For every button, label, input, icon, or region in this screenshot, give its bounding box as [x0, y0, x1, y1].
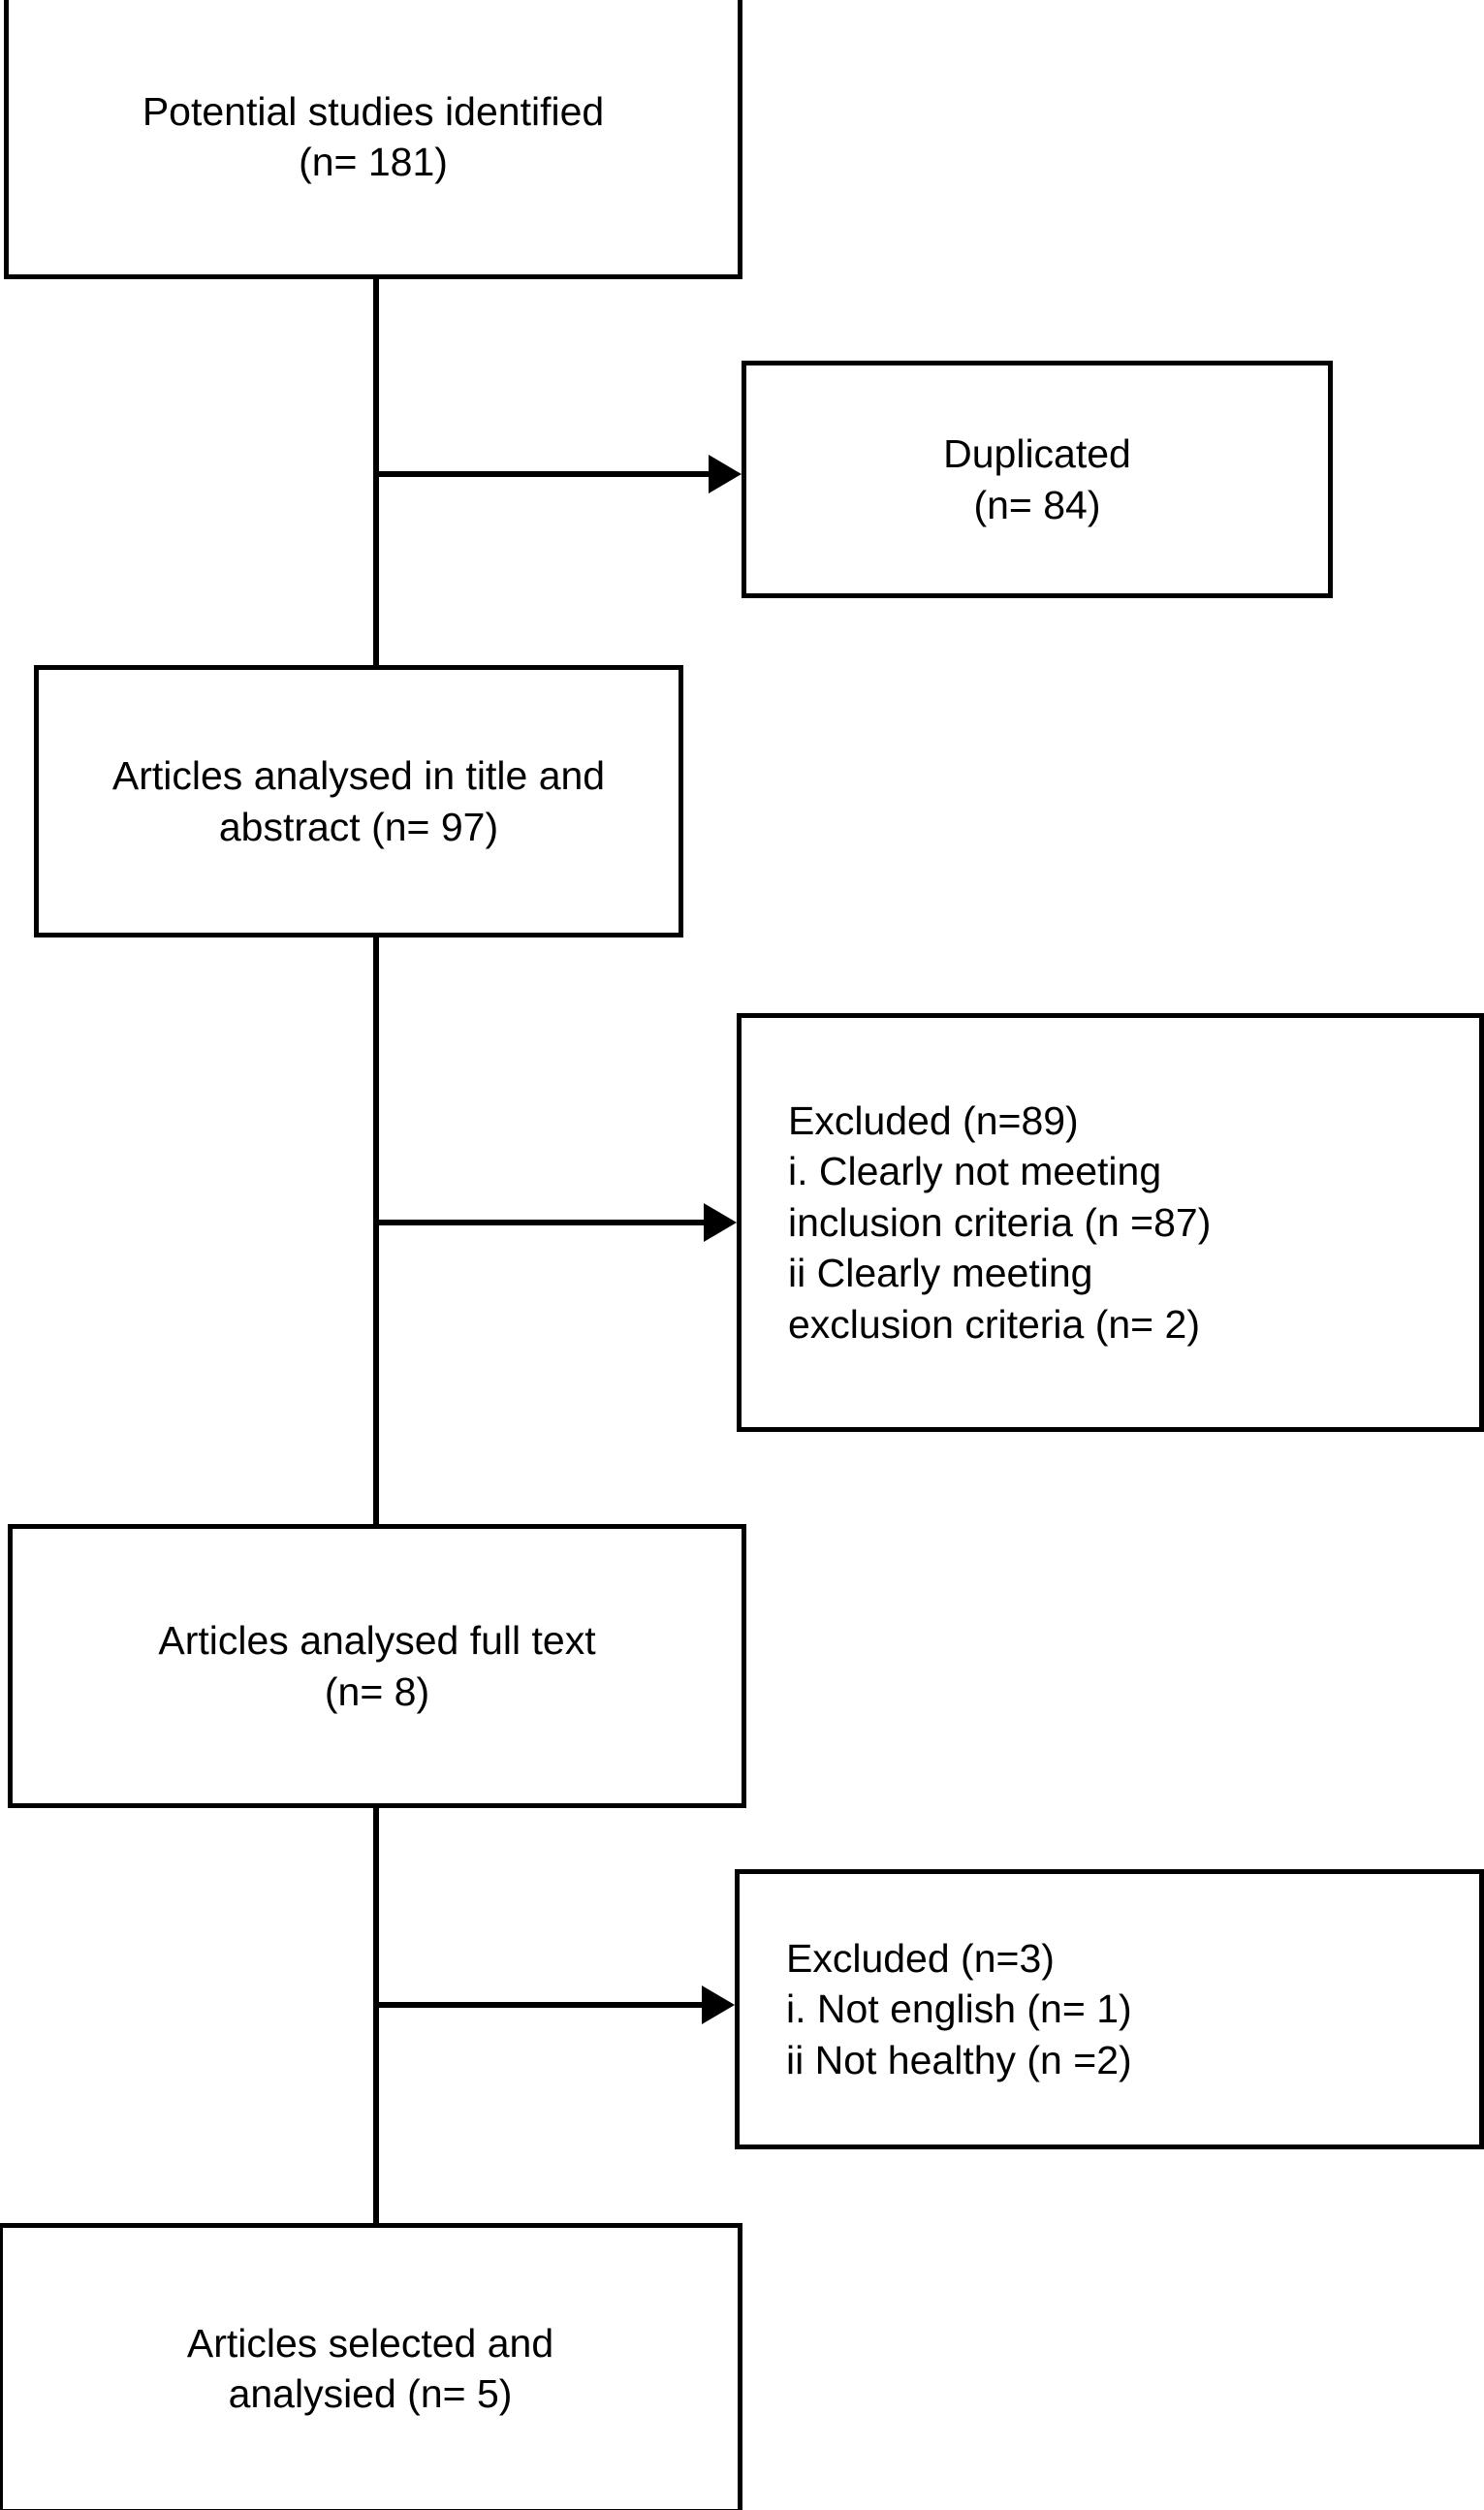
connector-title-abstract-to-excluded-1 [373, 1220, 706, 1225]
connector-full-text-to-excluded-2 [373, 2002, 704, 2008]
arrowhead-to-excluded-1 [704, 1203, 737, 1242]
potential-studies-identified-label: Potential studies identified (n= 181) [142, 88, 605, 184]
arrowhead-to-excluded-2 [702, 1986, 735, 2024]
excluded-full-text-label: Excluded (n=3) i. Not english (n= 1) ii … [786, 1935, 1132, 2082]
articles-selected-analysed-box: Articles selected and analysied (n= 5) [0, 2223, 742, 2510]
connector-full-text-to-selected [373, 1805, 379, 2228]
connector-identified-to-duplicated [373, 471, 710, 477]
duplicated-label: Duplicated (n= 84) [943, 431, 1131, 527]
articles-analysed-title-abstract-box: Articles analysed in title and abstract … [34, 665, 683, 937]
articles-analysed-full-text-label: Articles analysed full text (n= 8) [158, 1618, 596, 1714]
excluded-title-abstract-box: Excluded (n=89) i. Clearly not meeting i… [737, 1013, 1484, 1432]
excluded-title-abstract-label: Excluded (n=89) i. Clearly not meeting i… [788, 1097, 1212, 1347]
duplicated-box: Duplicated (n= 84) [742, 361, 1333, 598]
articles-selected-analysed-label: Articles selected and analysied (n= 5) [186, 2320, 554, 2416]
arrowhead-to-duplicated [709, 455, 742, 493]
excluded-full-text-box: Excluded (n=3) i. Not english (n= 1) ii … [735, 1869, 1484, 2149]
potential-studies-identified-box: Potential studies identified (n= 181) [4, 0, 742, 279]
articles-analysed-full-text-box: Articles analysed full text (n= 8) [8, 1524, 746, 1808]
articles-analysed-title-abstract-label: Articles analysed in title and abstract … [111, 753, 606, 849]
connector-title-abstract-to-full-text [373, 936, 379, 1527]
